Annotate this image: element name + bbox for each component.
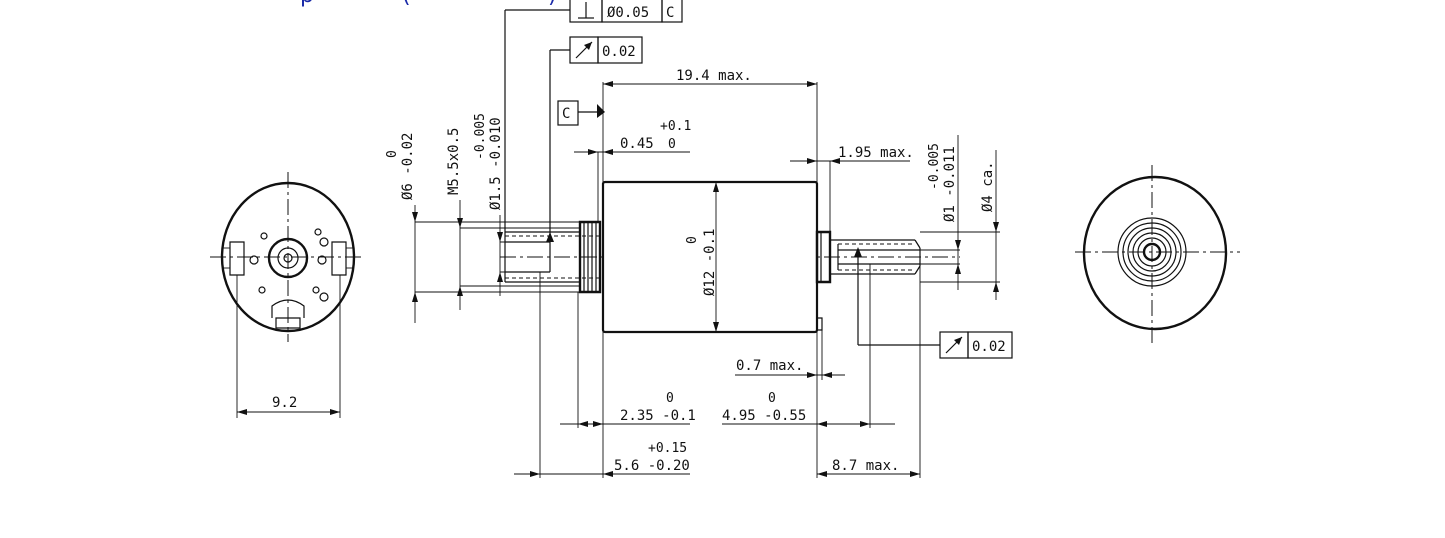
- dim-pin-dia-upper: -0.005: [473, 113, 488, 160]
- dim-shoulder-lower: 0: [668, 137, 676, 152]
- dim-shaft-approx: Ø4 ca.: [980, 161, 996, 212]
- dim-left-part-upper: 0: [666, 391, 674, 406]
- dim-thread-dia-upper: 0: [385, 150, 400, 158]
- dim-shaft-dia-base: Ø1 -0.011: [942, 146, 958, 222]
- datum-c-label: C: [562, 106, 570, 122]
- title-fragment: p: [300, 0, 314, 8]
- dim-shaft-dia-upper: -0.005: [927, 143, 942, 190]
- dim-body-dia-upper: 0: [685, 236, 700, 244]
- gdt-perpendicularity-value: Ø0.05: [607, 5, 649, 21]
- dim-pin-dia-base: Ø1.5 -0.010: [488, 117, 504, 210]
- dim-rear-width: 9.2: [272, 395, 297, 411]
- dim-flange-upper: +0.15: [648, 441, 687, 456]
- side-view: 19.4 max. +0.1 0.45 0 C 1.95 max. 0 Ø6 -…: [385, 0, 1013, 478]
- dim-left-part-base: 2.35 -0.1: [620, 408, 696, 424]
- dim-flange-base: 5.6 -0.20: [614, 458, 690, 474]
- dim-right-part-upper: 0: [768, 391, 776, 406]
- gdt-perpendicularity-datum: C: [666, 5, 674, 21]
- dim-shoulder-upper: +0.1: [660, 119, 691, 134]
- rear-view: 9.2: [210, 172, 364, 418]
- dim-overall-length: 19.4 max.: [676, 68, 752, 84]
- front-view: [1075, 165, 1240, 345]
- title-paren-close: ): [548, 0, 557, 8]
- gdt-runout-bottom-value: 0.02: [972, 339, 1006, 355]
- dim-thread-dia-base: Ø6 -0.02: [400, 133, 416, 200]
- dim-washer: 0.7 max.: [736, 358, 803, 374]
- dim-right-part-base: 4.95 -0.55: [722, 408, 806, 424]
- dim-shaft-length: 8.7 max.: [832, 458, 899, 474]
- dim-shaft-front-length: 1.95 max.: [838, 145, 914, 161]
- gdt-runout-top-value: 0.02: [602, 44, 636, 60]
- title-paren-open: (: [402, 0, 411, 8]
- dim-thread: M5.5x0.5: [446, 128, 462, 195]
- dim-shoulder-base: 0.45: [620, 136, 654, 152]
- dim-body-dia-base: Ø12 -0.1: [702, 229, 718, 296]
